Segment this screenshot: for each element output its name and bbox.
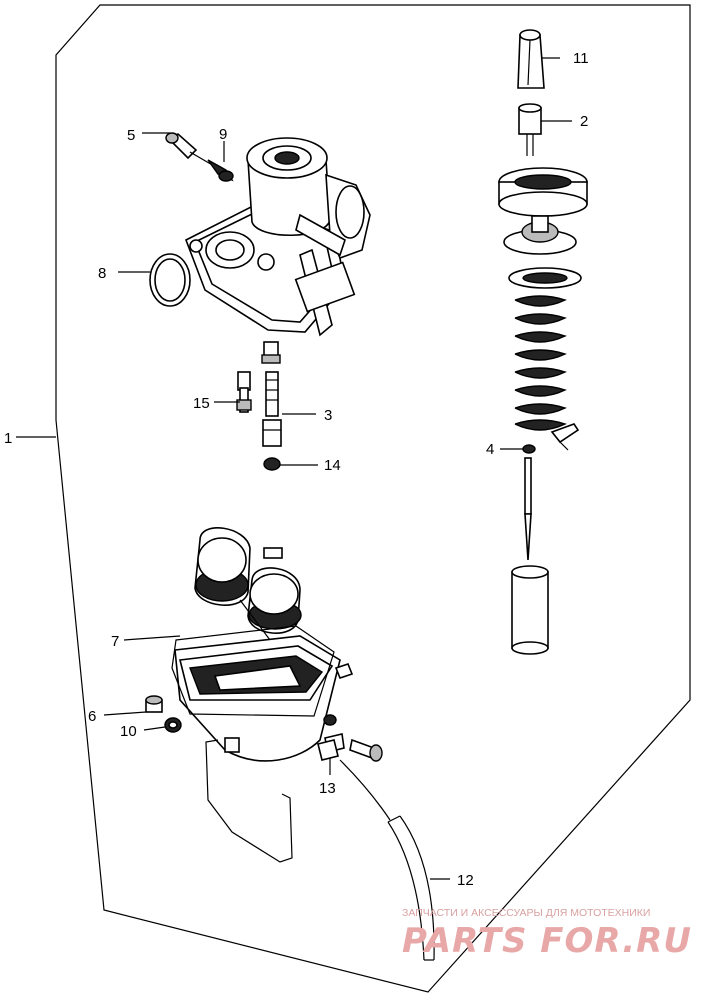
label-2: 2 bbox=[580, 113, 588, 130]
small-screw bbox=[550, 423, 580, 444]
carburetor-body bbox=[184, 137, 371, 337]
label-13: 13 bbox=[319, 780, 336, 797]
pilot-screw-5 bbox=[165, 132, 215, 167]
label-6: 6 bbox=[88, 708, 96, 725]
overflow-tube-12 bbox=[339, 759, 391, 821]
label-5: 5 bbox=[127, 127, 135, 144]
watermark-logo: PARTS FOR.RU bbox=[402, 921, 692, 961]
label-14: 14 bbox=[324, 457, 341, 474]
watermark-tagline: ЗАПЧАСТИ И АКСЕССУАРЫ ДЛЯ МОТОТЕХНИКИ bbox=[402, 907, 650, 919]
needle-clip-4 bbox=[522, 444, 536, 454]
adjuster-nut-2 bbox=[518, 103, 542, 156]
label-1: 1 bbox=[4, 430, 12, 447]
label-15: 15 bbox=[193, 395, 210, 412]
slow-jet-15 bbox=[236, 371, 252, 413]
jet-needle bbox=[524, 457, 532, 515]
needle-jet-holder-3 bbox=[261, 341, 282, 447]
spring-9 bbox=[207, 159, 234, 182]
label-4: 4 bbox=[486, 441, 494, 458]
label-11: 11 bbox=[573, 50, 589, 67]
float-bowl bbox=[174, 635, 354, 762]
label-9: 9 bbox=[219, 126, 227, 143]
label-8: 8 bbox=[98, 265, 106, 282]
main-jet-14 bbox=[263, 457, 281, 471]
drain-screw-6 bbox=[145, 695, 163, 713]
assembly-frame bbox=[55, 4, 691, 993]
label-12: 12 bbox=[457, 872, 474, 889]
float-assembly bbox=[194, 527, 302, 641]
cable-adjuster-11 bbox=[517, 29, 545, 89]
throttle-spring bbox=[514, 295, 567, 431]
top-cap bbox=[503, 215, 577, 255]
wire-clip bbox=[205, 739, 293, 863]
throttle-slide bbox=[511, 565, 549, 655]
label-7: 7 bbox=[111, 633, 119, 650]
label-3: 3 bbox=[324, 407, 332, 424]
hose-clamp-13 bbox=[317, 739, 339, 761]
label-10: 10 bbox=[120, 723, 137, 740]
bowl-gasket-7 bbox=[171, 625, 335, 717]
mixing-chamber-top bbox=[498, 167, 588, 217]
